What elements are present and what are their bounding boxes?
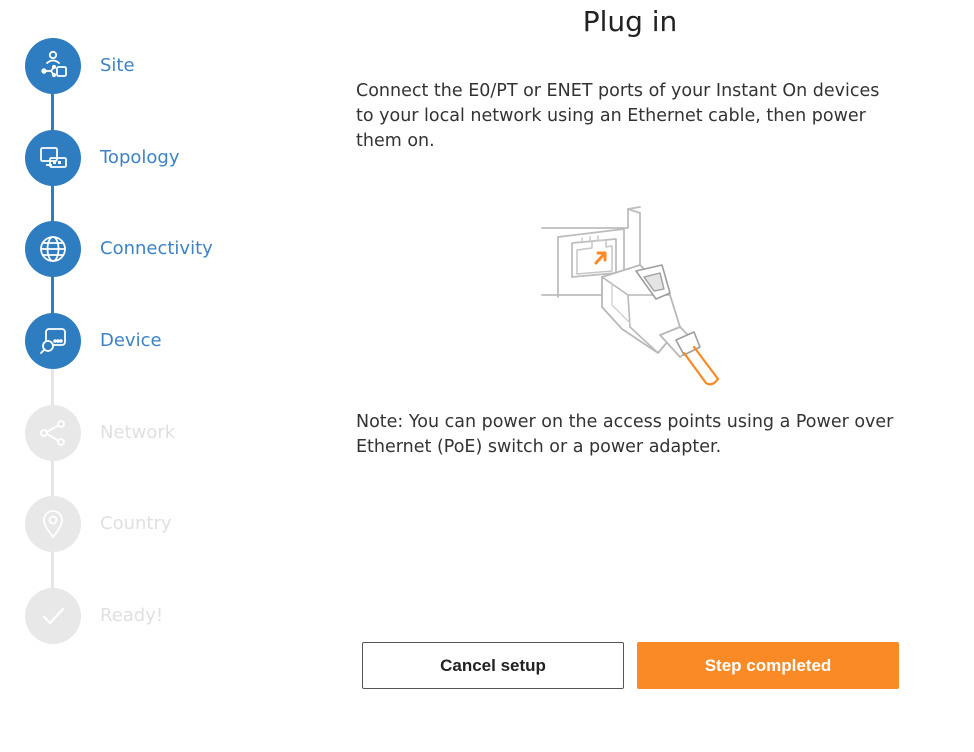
- step-ready: Ready!: [25, 588, 325, 644]
- page-title: Plug in: [582, 5, 678, 38]
- step-circle: [25, 221, 81, 277]
- site-user-network-icon: [41, 50, 67, 78]
- step-label: Connectivity: [100, 238, 213, 259]
- progress-rail-completed: [51, 66, 54, 342]
- ethernet-cable-icon: [541, 206, 720, 386]
- step-label: Topology: [100, 147, 180, 168]
- progress-rail-pending: [51, 342, 54, 612]
- checkmark-icon: [42, 607, 65, 625]
- step-label: Site: [100, 55, 135, 76]
- device-search-icon: [40, 328, 66, 354]
- step-circle: [25, 588, 81, 644]
- setup-stepper: Site Topology Connectivity: [0, 0, 330, 752]
- network-share-icon: [40, 420, 65, 446]
- globe-icon: [40, 236, 66, 262]
- plug-in-instructions: Connect the E0/PT or ENET ports of your …: [356, 81, 880, 151]
- step-site[interactable]: Site: [25, 38, 325, 94]
- step-circle: [25, 496, 81, 552]
- step-label: Country: [100, 513, 172, 534]
- step-connectivity[interactable]: Connectivity: [25, 221, 325, 277]
- step-label: Device: [100, 330, 162, 351]
- topology-devices-icon: [40, 147, 67, 168]
- step-device[interactable]: Device: [25, 313, 325, 369]
- step-circle: [25, 130, 81, 186]
- ethernet-plug-illustration: [530, 195, 730, 390]
- cancel-setup-button[interactable]: Cancel setup: [362, 642, 624, 689]
- step-country: Country: [25, 496, 325, 552]
- step-label: Ready!: [100, 605, 164, 626]
- step-circle: [25, 313, 81, 369]
- step-circle: [25, 38, 81, 94]
- location-pin-icon: [43, 510, 63, 539]
- step-topology[interactable]: Topology: [25, 130, 325, 186]
- step-network: Network: [25, 405, 325, 461]
- poe-note: Note: You can power on the access points…: [356, 412, 894, 457]
- step-completed-button[interactable]: Step completed: [637, 642, 899, 689]
- step-label: Network: [100, 422, 176, 443]
- step-circle: [25, 405, 81, 461]
